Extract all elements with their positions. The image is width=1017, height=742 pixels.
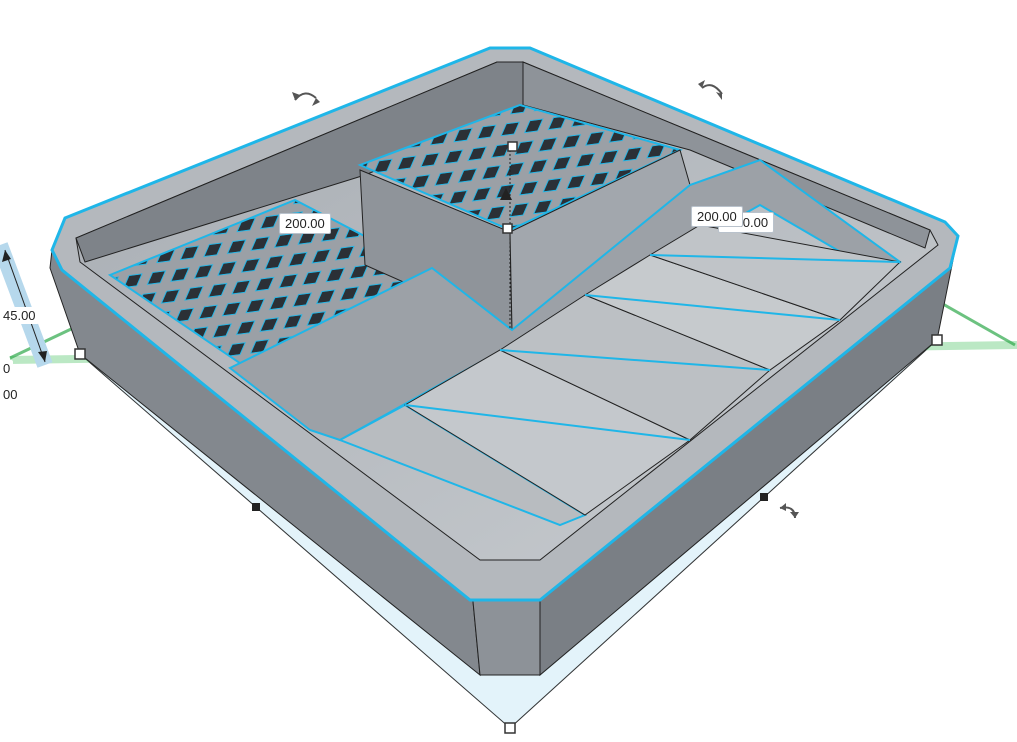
- footprint-edge-left: [79, 353, 511, 729]
- edge-dimension-label-2: 00: [0, 386, 21, 403]
- height-dimension-guide: [0, 242, 53, 368]
- footprint-edge-right: [509, 339, 938, 729]
- width-dimension-label[interactable]: 200.00: [279, 213, 331, 234]
- height-handle-cone[interactable]: [500, 188, 512, 200]
- height-dimension-label[interactable]: 45.00: [0, 307, 39, 324]
- rotate-arrow-icon[interactable]: [698, 80, 723, 100]
- rotate-arrow-icon[interactable]: [292, 92, 320, 106]
- compartment-dividers: [337, 224, 902, 527]
- edge-dimension-label-1: 0: [0, 360, 14, 377]
- resize-handle[interactable]: [502, 223, 513, 234]
- edge-handle[interactable]: [760, 493, 768, 501]
- resize-handle[interactable]: [74, 348, 86, 360]
- rotate-arrow-icon[interactable]: [779, 503, 799, 519]
- resize-handle[interactable]: [507, 141, 518, 152]
- edge-handle[interactable]: [252, 503, 260, 511]
- length-dimension-label[interactable]: 200.00: [691, 206, 743, 227]
- resize-handle[interactable]: [504, 722, 516, 734]
- resize-handle[interactable]: [931, 334, 943, 346]
